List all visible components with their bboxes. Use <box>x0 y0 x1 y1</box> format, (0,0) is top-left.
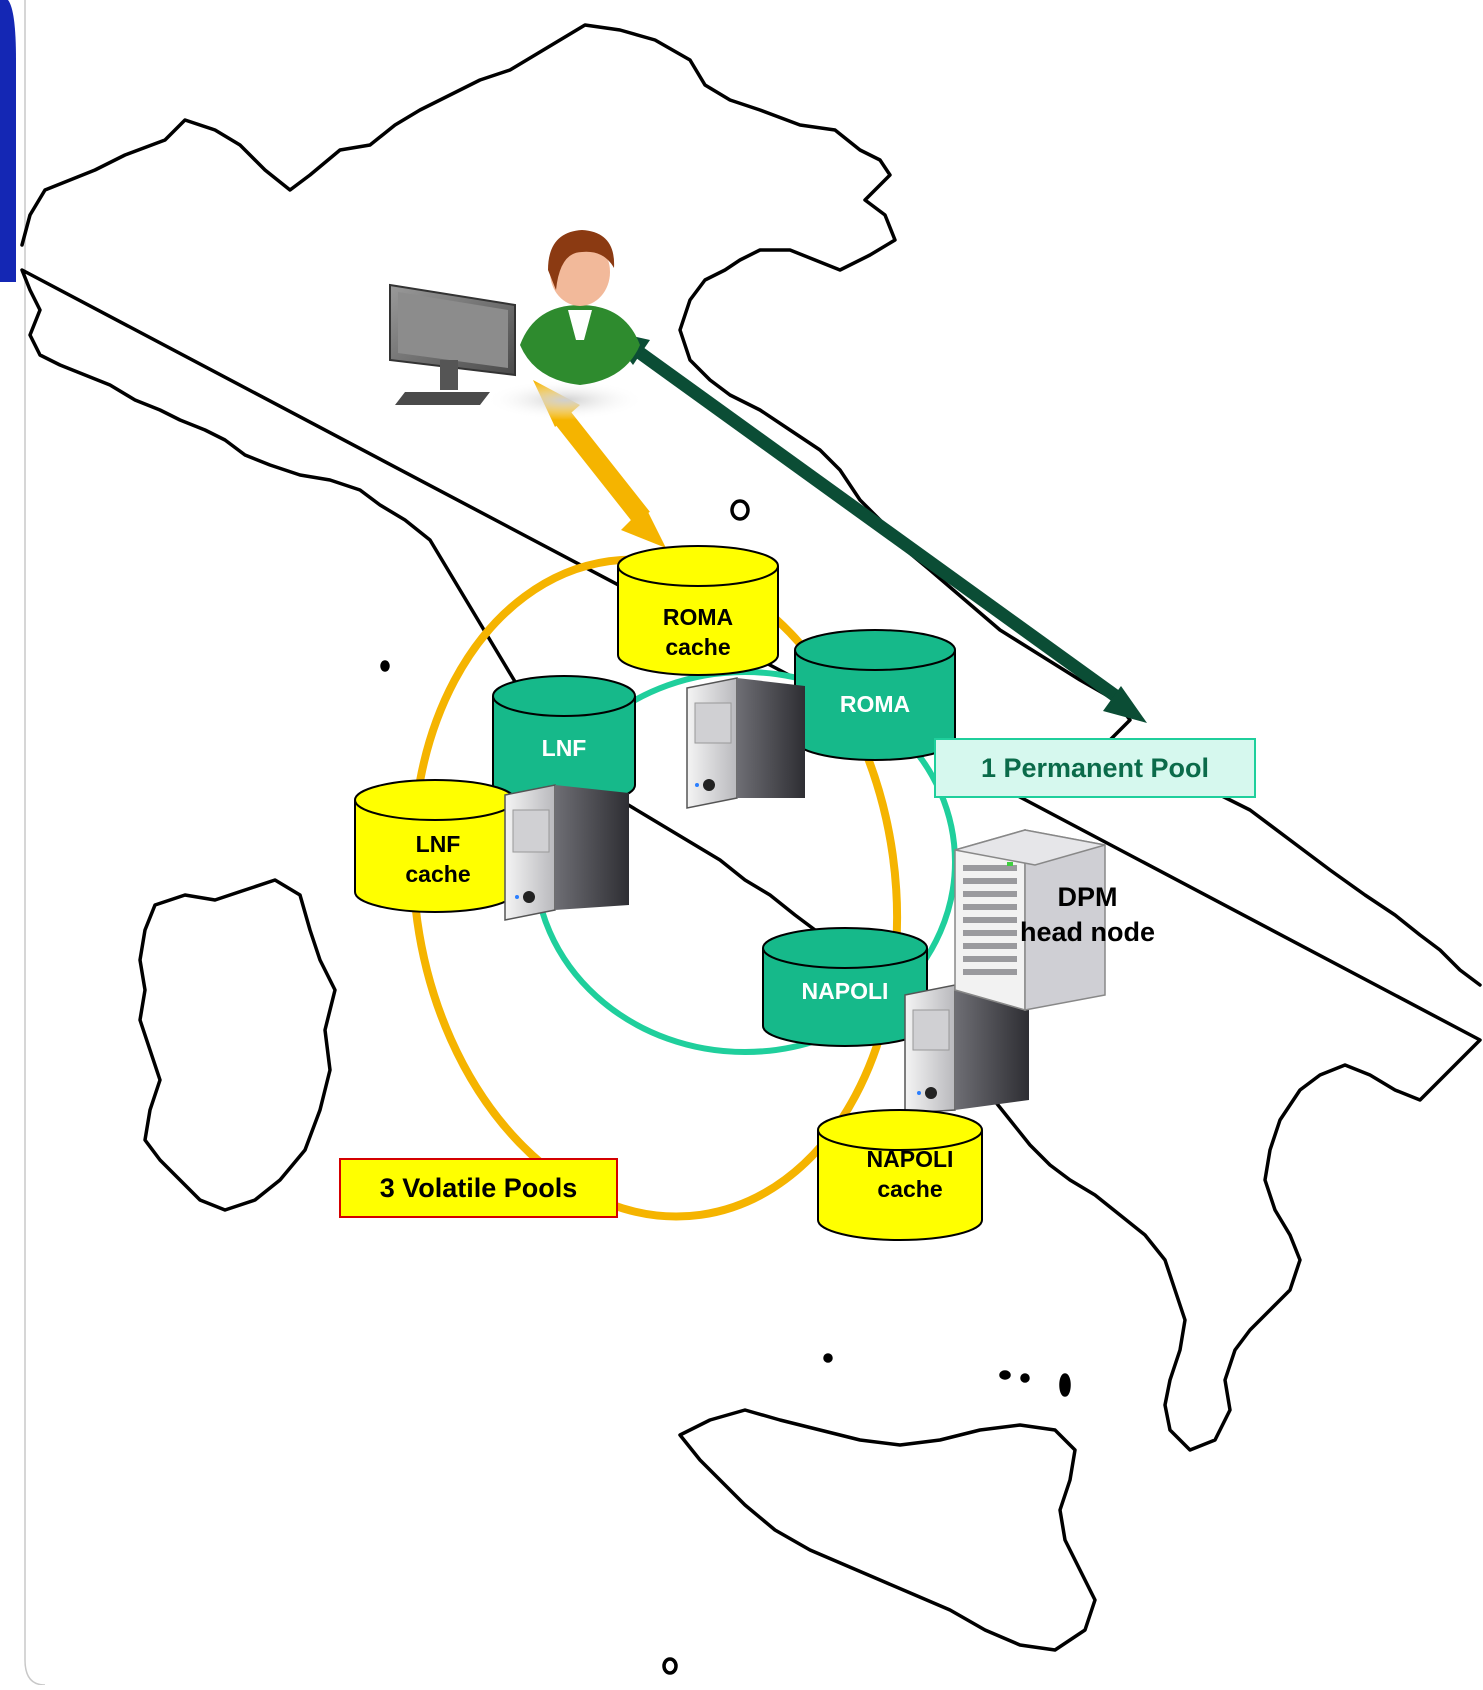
disk-napoli <box>762 927 928 1047</box>
server-icon-roma <box>686 677 805 809</box>
sardinia-outline <box>138 878 337 1212</box>
island-aeolian-4 <box>1059 1373 1071 1397</box>
island-aeolian-3 <box>823 1353 833 1363</box>
rack-server-icon <box>954 829 1106 1011</box>
volatile-pools-ring <box>408 555 902 1221</box>
island-aeolian-2 <box>1020 1373 1030 1383</box>
permanent-pool-box <box>934 738 1256 798</box>
label-lnf: LNF <box>541 735 587 761</box>
permanent-pool-label: 1 Permanent Pool <box>980 752 1210 783</box>
volatile-pools-box <box>339 1158 618 1218</box>
sidebar-accent <box>0 0 16 282</box>
volatile-pools-label: 3 Volatile Pools <box>379 1172 578 1203</box>
disk-napoli-cache <box>817 1109 983 1241</box>
server-icon-lnf <box>504 784 629 921</box>
label-head-node: DPM head node <box>1019 882 1155 948</box>
island-capri <box>730 499 750 521</box>
island-aeolian-1 <box>999 1370 1011 1380</box>
label-napoli-cache-top: NAPOLI cache <box>866 1146 954 1202</box>
label-napoli: NAPOLI <box>801 978 889 1004</box>
disk-roma-cache <box>617 545 779 676</box>
disk-roma <box>794 629 956 761</box>
sicily-outline <box>678 1408 1097 1652</box>
monitor-icon <box>389 283 516 405</box>
server-icon-napoli <box>904 984 1029 1114</box>
label-roma-cache: ROMA cache <box>662 604 734 660</box>
island-elba <box>380 660 390 672</box>
label-lnf-cache: LNF cache <box>405 831 471 887</box>
user-icon <box>520 230 640 385</box>
user-workstation <box>389 230 645 420</box>
label-roma: ROMA <box>839 691 911 717</box>
island-ustica <box>662 1657 678 1675</box>
disk-lnf-cache <box>354 779 516 913</box>
